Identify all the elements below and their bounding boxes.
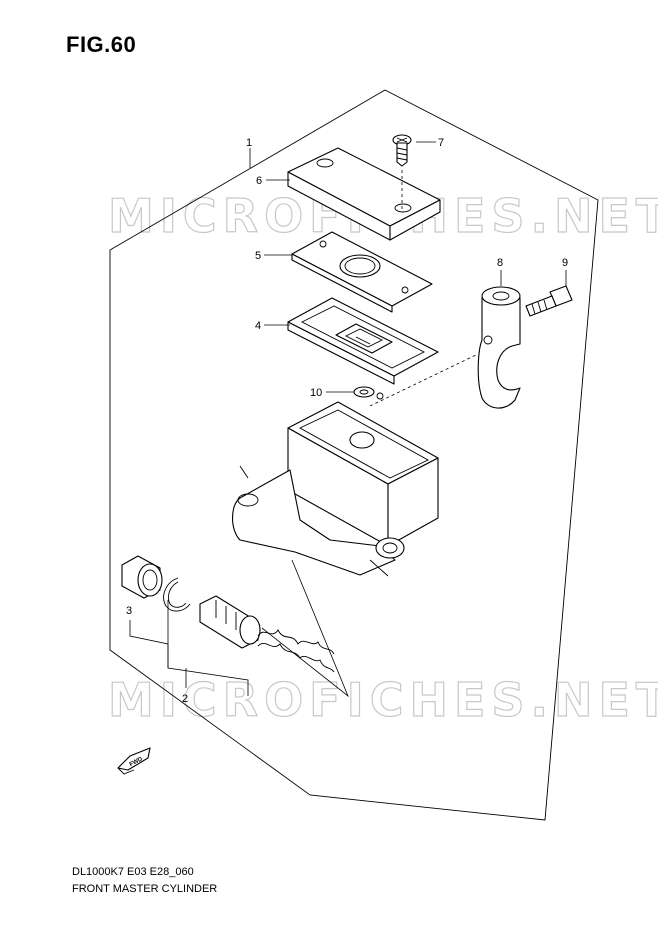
forward-arrow-icon: FWD <box>117 747 151 775</box>
callout-3: 3 <box>126 605 132 617</box>
callout-2: 2 <box>182 693 188 705</box>
callout-10: 10 <box>310 387 322 399</box>
callout-9: 9 <box>562 257 568 269</box>
figure-title: FIG.60 <box>66 32 137 57</box>
callout-6: 6 <box>256 175 262 187</box>
cap-screw[interactable] <box>392 134 412 210</box>
watermark-lower: MICROFICHES.NET <box>108 673 658 727</box>
piston-assembly[interactable] <box>199 595 335 673</box>
callout-4: 4 <box>255 320 261 332</box>
diaphragm-plate[interactable] <box>291 231 433 313</box>
callout-1: 1 <box>246 137 252 149</box>
callout-7: 7 <box>438 137 444 149</box>
handlebar-clamp[interactable] <box>477 286 521 409</box>
piston-assembly-path <box>261 559 349 698</box>
callout-5: 5 <box>255 250 261 262</box>
callout-8: 8 <box>497 257 503 269</box>
circlip[interactable] <box>163 577 191 612</box>
assembly-boundary <box>109 89 599 821</box>
clamp-bolt[interactable] <box>525 285 573 317</box>
piston-cup[interactable] <box>121 555 163 599</box>
diaphragm[interactable] <box>287 297 439 385</box>
master-cylinder-body[interactable] <box>231 401 439 577</box>
part-name: FRONT MASTER CYLINDER <box>72 883 218 895</box>
model-code: DL1000K7 E03 E28_060 <box>72 866 194 878</box>
small-washer[interactable] <box>353 386 384 400</box>
